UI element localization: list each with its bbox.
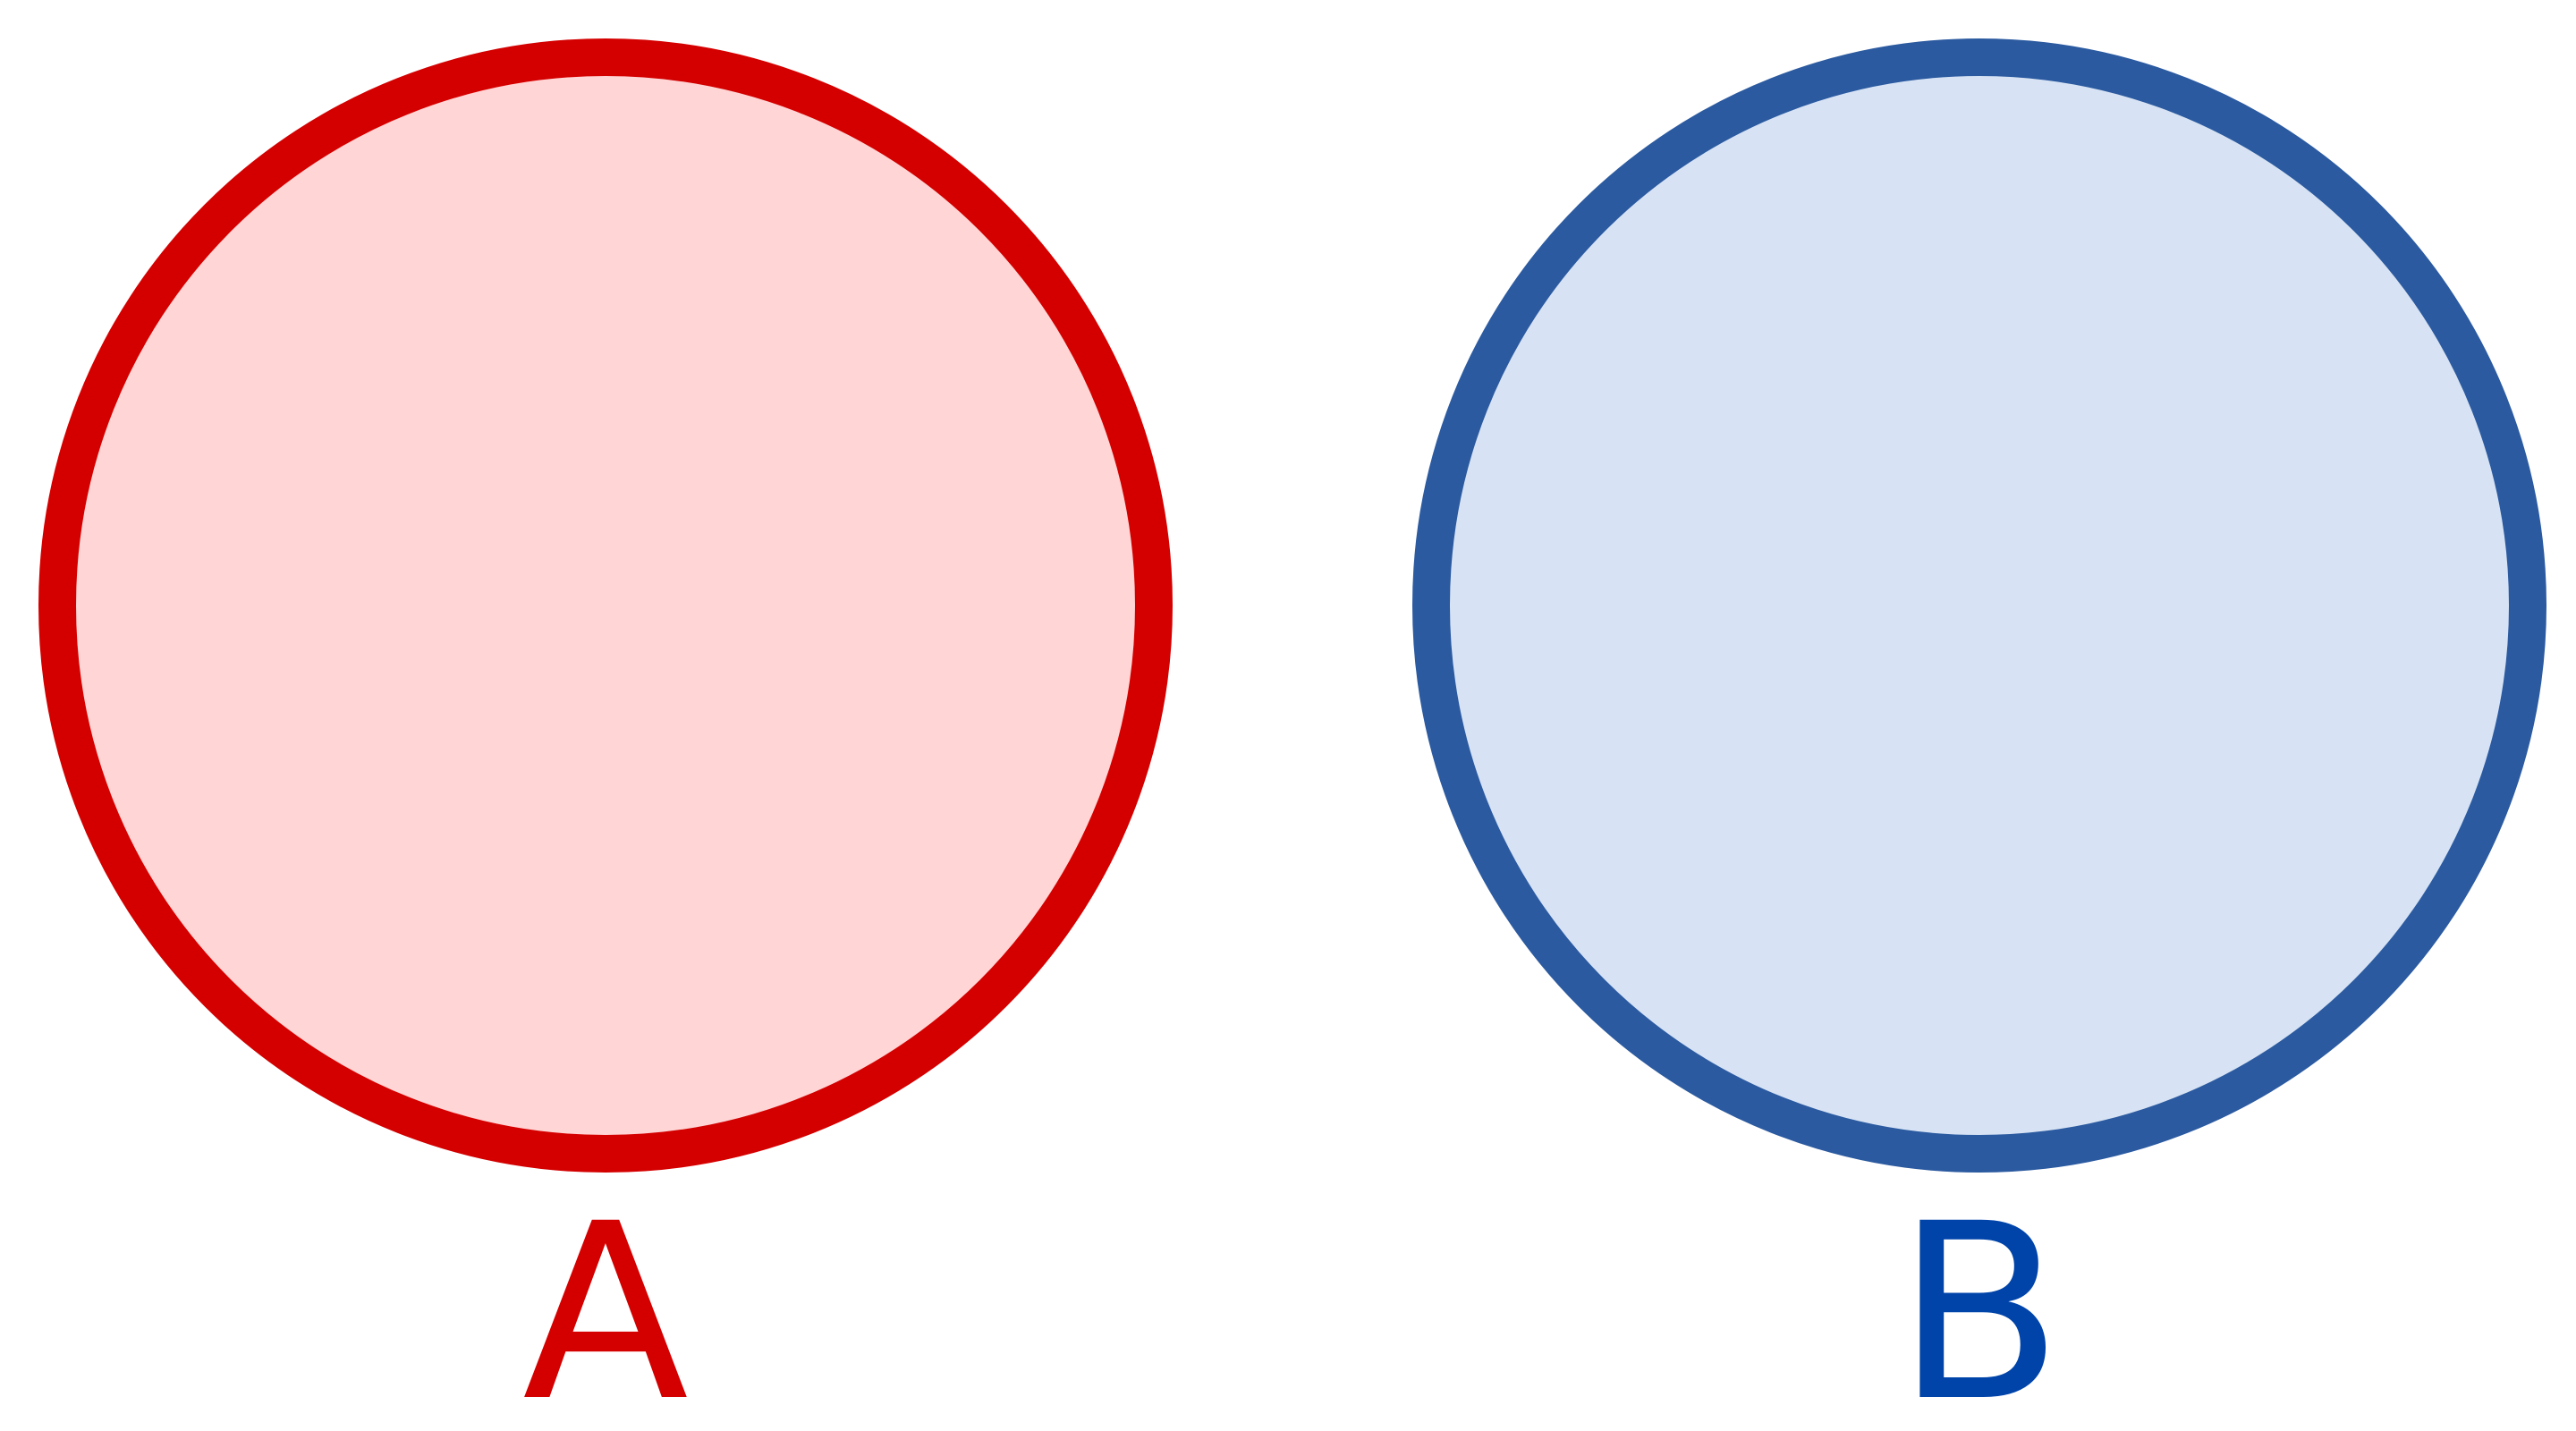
set-a: A [38,38,1173,1431]
set-a-circle [38,38,1173,1173]
set-b-label: B [1896,1173,2063,1431]
set-a-label: A [522,1173,690,1431]
set-b: B [1412,38,2546,1431]
set-b-circle [1412,38,2546,1173]
